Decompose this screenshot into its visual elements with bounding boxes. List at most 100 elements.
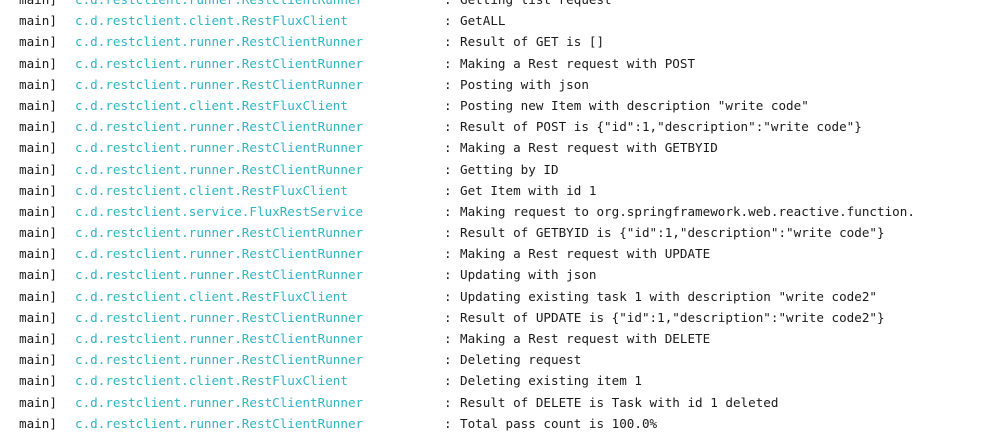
log-message: Deleting request: [460, 352, 582, 368]
log-line: main]c.d.restclient.runner.RestClientRun…: [0, 31, 995, 52]
log-thread: main]: [19, 225, 57, 241]
log-logger: c.d.restclient.client.RestFluxClient: [75, 13, 348, 29]
log-logger: c.d.restclient.runner.RestClientRunner: [75, 394, 364, 410]
log-logger: c.d.restclient.service.FluxRestService: [75, 203, 364, 219]
log-separator: :: [444, 13, 452, 29]
log-message: Making a Rest request with GETBYID: [460, 140, 718, 156]
log-message: Getting list request: [460, 0, 612, 10]
log-thread: main]: [19, 203, 57, 219]
log-thread: main]: [19, 97, 57, 113]
log-thread: main]: [19, 415, 57, 431]
log-thread: main]: [19, 182, 57, 198]
log-thread: main]: [19, 288, 57, 304]
log-message: Making a Rest request with POST: [460, 55, 696, 71]
log-separator: :: [444, 415, 452, 431]
log-message: Posting new Item with description "write…: [460, 97, 809, 113]
log-thread: main]: [19, 352, 57, 368]
log-separator: :: [444, 394, 452, 410]
log-logger: c.d.restclient.runner.RestClientRunner: [75, 267, 364, 283]
log-line: main] c.d.restclient.client.RestFluxClien…: [0, 286, 995, 307]
log-logger: c.d.restclient.runner.RestClientRunner: [75, 119, 364, 135]
log-thread: main]: [19, 394, 57, 410]
log-line: main] c.d.restclient.runner.RestClientRun…: [0, 349, 995, 370]
log-thread: main]: [19, 267, 57, 283]
log-thread: main]: [19, 161, 57, 177]
log-message: Updating with json: [460, 267, 597, 283]
log-separator: :: [444, 0, 452, 10]
log-separator: :: [444, 203, 452, 219]
log-thread: main]: [19, 140, 57, 156]
log-line: main]c.d.restclient.runner.RestClientRun…: [0, 413, 995, 434]
log-separator: :: [444, 352, 452, 368]
log-line: main] c.d.restclient.runner.RestClientRun…: [0, 392, 995, 413]
log-logger: c.d.restclient.runner.RestClientRunner: [75, 309, 364, 325]
log-logger: c.d.restclient.runner.RestClientRunner: [75, 331, 364, 346]
log-logger: c.d.restclient.runner.RestClientRunner: [75, 140, 364, 156]
log-thread: main]: [19, 331, 57, 346]
log-logger: c.d.restclient.runner.RestClientRunner: [75, 225, 364, 241]
log-message: Posting with json: [460, 76, 589, 92]
log-line: main] c.d.restclient.runner.RestClientRun…: [0, 74, 995, 95]
log-logger: c.d.restclient.runner.RestClientRunner: [75, 246, 364, 262]
log-message: Result of GET is []: [460, 34, 605, 50]
log-line: main] c.d.restclient.client.RestFluxClien…: [0, 95, 995, 116]
log-line: main] c.d.restclient.runner.RestClientRun…: [0, 307, 995, 328]
log-separator: :: [444, 309, 452, 325]
log-line: main] c.d.restclient.runner.RestClientRun…: [0, 137, 995, 158]
log-logger: c.d.restclient.runner.RestClientRunner: [75, 76, 364, 92]
log-separator: :: [444, 182, 452, 198]
log-separator: :: [444, 288, 452, 304]
log-separator: :: [444, 97, 452, 113]
log-separator: :: [444, 331, 452, 346]
log-line: main] c.d.restclient.runner.RestClientRun…: [0, 328, 995, 349]
log-line: main] c.d.restclient.client.RestFluxClien…: [0, 10, 995, 31]
log-separator: :: [444, 140, 452, 156]
log-thread: main]: [19, 373, 57, 389]
log-separator: :: [444, 34, 452, 50]
log-thread: main]: [19, 246, 57, 262]
log-line: main] c.d.restclient.client.RestFluxClien…: [0, 370, 995, 391]
log-logger: c.d.restclient.runner.RestClientRunner: [75, 34, 364, 50]
log-separator: :: [444, 246, 452, 262]
log-thread: main]: [19, 0, 57, 10]
log-logger: c.d.restclient.runner.RestClientRunner: [75, 0, 363, 10]
log-logger: c.d.restclient.runner.RestClientRunner: [75, 55, 364, 71]
log-line: main] c.d.restclient.runner.RestClientRun…: [0, 222, 995, 243]
log-logger: c.d.restclient.runner.RestClientRunner: [75, 161, 364, 177]
log-line: main] c.d.restclient.runner.RestClientRun…: [0, 0, 995, 10]
log-message: Result of GETBYID is {"id":1,"descriptio…: [460, 225, 885, 241]
log-message: Deleting existing item 1: [460, 373, 642, 389]
log-line: main] c.d.restclient.runner.RestClientRun…: [0, 243, 995, 264]
log-logger: c.d.restclient.runner.RestClientRunner: [75, 352, 364, 368]
log-message: Total pass count is 100.0%: [460, 415, 658, 431]
log-message: Result of DELETE is Task with id 1 delet…: [460, 394, 779, 410]
log-message: Get Item with id 1: [460, 182, 597, 198]
log-line: main] c.d.restclient.runner.RestClientRun…: [0, 116, 995, 137]
log-message: Result of POST is {"id":1,"description":…: [460, 119, 862, 135]
log-line: main] c.d.restclient.service.FluxRestServ…: [0, 201, 995, 222]
log-thread: main]: [19, 309, 57, 325]
log-message: Making a Rest request with DELETE: [460, 331, 711, 346]
log-separator: :: [444, 119, 452, 135]
log-thread: main]: [19, 13, 57, 29]
log-separator: :: [444, 161, 452, 177]
log-thread: main]: [19, 55, 57, 71]
log-separator: :: [444, 267, 452, 283]
log-message: Updating existing task 1 with descriptio…: [460, 288, 878, 304]
log-separator: :: [444, 76, 452, 92]
log-separator: :: [444, 373, 452, 389]
log-message: Making request to org.springframework.we…: [460, 203, 915, 219]
log-message: Result of UPDATE is {"id":1,"description…: [460, 309, 885, 325]
log-thread: main]: [19, 76, 57, 92]
log-message: GetALL: [460, 13, 506, 29]
log-logger: c.d.restclient.client.RestFluxClient: [75, 288, 348, 304]
log-logger: c.d.restclient.client.RestFluxClient: [75, 373, 348, 389]
log-line: main] c.d.restclient.runner.RestClientRun…: [0, 53, 995, 74]
log-line: main] c.d.restclient.runner.RestClientRun…: [0, 264, 995, 285]
log-separator: :: [444, 225, 452, 241]
log-line: main] c.d.restclient.runner.RestClientRun…: [0, 159, 995, 180]
log-logger: c.d.restclient.client.RestFluxClient: [75, 97, 348, 113]
log-message: Getting by ID: [460, 161, 559, 177]
log-thread: main]: [19, 119, 57, 135]
